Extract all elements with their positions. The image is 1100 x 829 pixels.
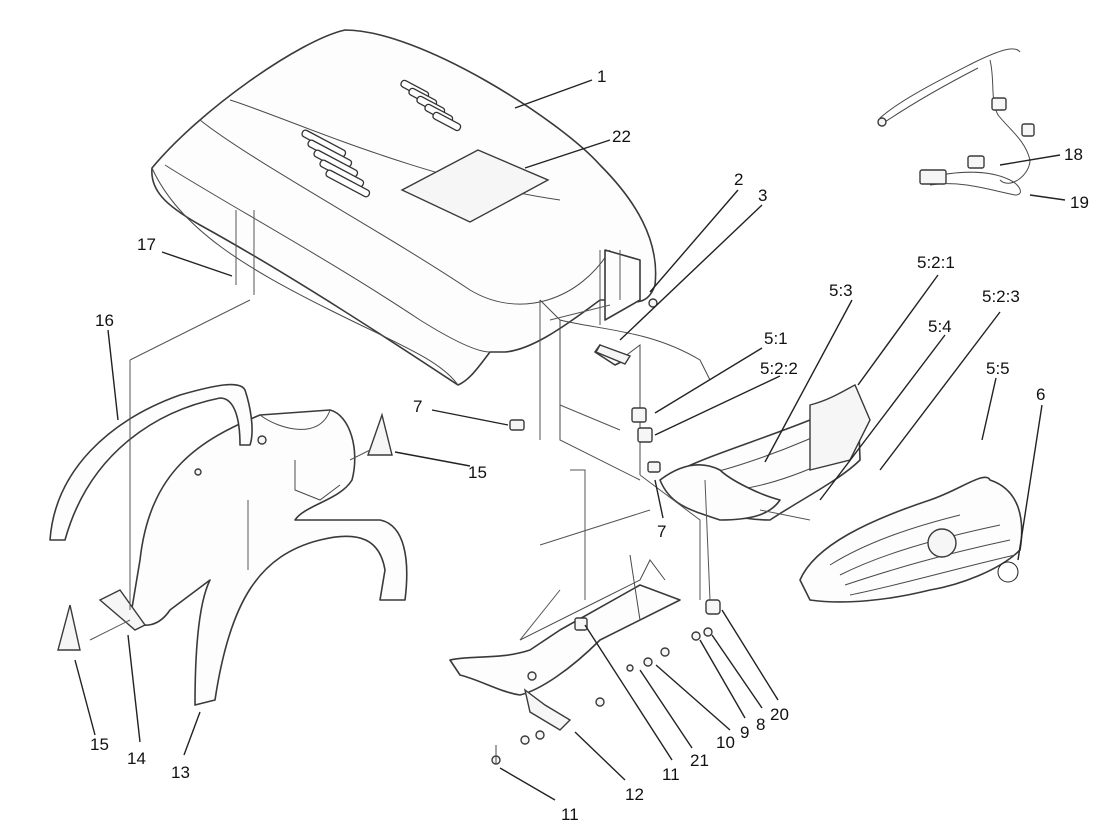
callout-labels: 1 22 2 3 17 16 7 15 15 14 13 5:1 5:2:2 5… bbox=[90, 67, 1089, 824]
clip-5-1 bbox=[631, 407, 647, 423]
callout-14: 14 bbox=[127, 749, 146, 768]
clip-5-2-2 bbox=[637, 427, 653, 443]
wire-harness bbox=[877, 48, 1035, 196]
callout-5-1: 5:1 bbox=[764, 329, 788, 348]
grille-emblem bbox=[997, 561, 1019, 583]
fender bbox=[129, 409, 408, 706]
grille bbox=[799, 476, 1023, 603]
callout-18: 18 bbox=[1064, 145, 1083, 164]
callout-11-mid: 11 bbox=[662, 765, 680, 784]
callout-15-right: 15 bbox=[468, 463, 487, 482]
clip-lower bbox=[647, 461, 661, 473]
callout-13: 13 bbox=[171, 763, 190, 782]
callout-5-3: 5:3 bbox=[829, 281, 853, 300]
callout-17: 17 bbox=[137, 235, 156, 254]
pivot-plate bbox=[98, 589, 147, 631]
hood-vent-side bbox=[301, 129, 371, 198]
callout-8: 8 bbox=[756, 715, 765, 734]
callout-7-lower: 7 bbox=[657, 522, 666, 541]
callout-20: 20 bbox=[770, 705, 789, 724]
callout-5-2-3: 5:2:3 bbox=[982, 287, 1020, 306]
callout-7-upper: 7 bbox=[413, 397, 422, 416]
callout-5-5: 5:5 bbox=[986, 359, 1010, 378]
hood bbox=[151, 29, 657, 386]
fender-trim bbox=[49, 383, 253, 541]
hood-hinge-bracket bbox=[449, 554, 681, 731]
callout-12: 12 bbox=[625, 785, 644, 804]
callout-19: 19 bbox=[1070, 193, 1089, 212]
callout-15-left: 15 bbox=[90, 735, 109, 754]
clip-upper bbox=[509, 419, 525, 431]
callout-10: 10 bbox=[716, 733, 735, 752]
callout-5-4: 5:4 bbox=[928, 317, 952, 336]
hood-decal bbox=[400, 149, 550, 223]
callout-2: 2 bbox=[734, 170, 743, 189]
callout-6: 6 bbox=[1036, 385, 1045, 404]
fender-insert-right bbox=[367, 412, 393, 456]
headlight-lens bbox=[659, 464, 781, 521]
callout-9: 9 bbox=[740, 723, 749, 742]
hardware bbox=[491, 298, 721, 765]
callout-21: 21 bbox=[690, 751, 709, 770]
fender-insert-left bbox=[57, 604, 81, 651]
leader-lines bbox=[74, 79, 1066, 801]
callout-16: 16 bbox=[95, 311, 114, 330]
callout-11-bottom: 11 bbox=[561, 805, 579, 824]
callout-5-2-1: 5:2:1 bbox=[917, 253, 955, 272]
callout-5-2-2: 5:2:2 bbox=[760, 359, 798, 378]
callout-3: 3 bbox=[758, 186, 767, 205]
assembly-guides bbox=[89, 210, 811, 641]
callout-1: 1 bbox=[597, 67, 606, 86]
hood-vent-top bbox=[400, 79, 462, 132]
callout-22: 22 bbox=[612, 127, 631, 146]
